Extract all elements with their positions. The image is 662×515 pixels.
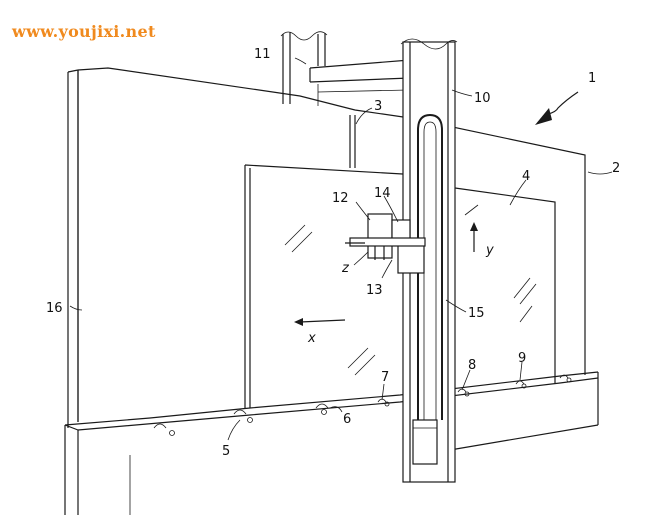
label-12: 12 <box>332 191 349 206</box>
label-3: 3 <box>374 99 382 114</box>
label-7: 7 <box>381 370 389 385</box>
chain-15 <box>417 113 443 420</box>
element-3 <box>349 115 356 168</box>
label-11: 11 <box>254 47 271 62</box>
axis-label-z: z <box>341 261 350 276</box>
label-4: 4 <box>522 169 530 184</box>
label-8: 8 <box>468 358 476 373</box>
glass-pane-4 <box>244 164 556 408</box>
label-6: 6 <box>343 412 351 427</box>
upper-rail-11 <box>280 31 411 106</box>
label-14: 14 <box>374 186 391 201</box>
label-2: 2 <box>612 161 620 176</box>
support-mark <box>153 423 167 429</box>
axis-label-x: x <box>307 331 316 346</box>
label-16: 16 <box>46 301 63 316</box>
arrow-y <box>470 222 478 252</box>
arrow-x <box>294 318 346 326</box>
reference-labels: 1 2 3 4 5 6 7 8 9 10 11 12 13 14 15 16 x… <box>46 47 620 459</box>
axis-label-y: y <box>485 243 494 258</box>
label-15: 15 <box>468 306 485 321</box>
arrow-1 <box>535 91 579 125</box>
support-post-16 <box>67 69 79 428</box>
label-5: 5 <box>222 444 230 459</box>
lower-beam <box>64 371 599 515</box>
label-13: 13 <box>366 283 383 298</box>
label-9: 9 <box>518 351 526 366</box>
carriage-12-13-14 <box>345 213 426 274</box>
watermark-text: www.youjixi.net <box>12 22 156 41</box>
label-10: 10 <box>474 91 491 106</box>
leader-lines <box>69 57 613 441</box>
label-1: 1 <box>588 71 596 86</box>
back-wall-2 <box>77 67 586 422</box>
